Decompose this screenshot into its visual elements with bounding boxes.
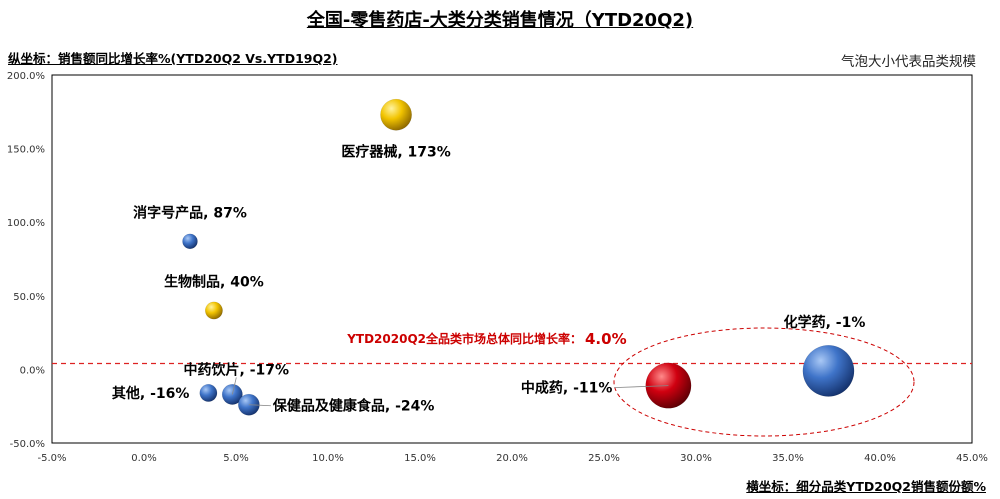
- x-axis-label: 横坐标：细分品类YTD20Q2销售额份额%: [746, 479, 986, 494]
- x-tick-label: 5.0%: [223, 453, 248, 464]
- bubble-4: [199, 384, 218, 402]
- y-tick-label: 150.0%: [7, 145, 45, 156]
- reference-line-label: YTD2020Q2全品类市场总体同比增长率：: [346, 331, 582, 346]
- point-label: 化学药, -1%: [784, 314, 866, 331]
- chart-title: 全国-零售药店-大类分类销售情况（YTD20Q2): [306, 10, 694, 31]
- point-label: 医疗器械, 173%: [341, 144, 450, 161]
- highlight-ellipse: [613, 327, 915, 437]
- y-tick-label: 200.0%: [7, 71, 45, 82]
- plot-area-border: [51, 74, 973, 444]
- y-axis-label: 纵坐标：销售额同比增长率%(YTD20Q2 Vs.YTD19Q2): [8, 51, 338, 66]
- bubble-0: [380, 98, 412, 131]
- x-tick-label: 0.0%: [131, 453, 156, 464]
- leader-line: [231, 377, 237, 395]
- point-label: 生物制品, 40%: [164, 274, 264, 291]
- point-label: 消字号产品, 87%: [133, 204, 247, 221]
- y-tick-label: 0.0%: [20, 365, 45, 376]
- bubble-1: [182, 233, 198, 250]
- point-label: 其他, -16%: [112, 385, 190, 402]
- x-tick-label: 40.0%: [864, 453, 896, 464]
- point-label: 中药饮片, -17%: [184, 361, 290, 378]
- bubble-2: [205, 301, 223, 320]
- x-tick-label: 35.0%: [772, 453, 804, 464]
- point-label: 中成药, -11%: [521, 380, 613, 397]
- point-label: 保健品及健康食品, -24%: [272, 398, 435, 415]
- reference-line-value: 4.0%: [585, 330, 627, 348]
- x-tick-label: 10.0%: [312, 453, 344, 464]
- leader-line: [614, 385, 669, 388]
- y-tick-label: 50.0%: [13, 292, 45, 303]
- y-tick-label: 100.0%: [7, 218, 45, 229]
- leader-line: [248, 404, 271, 407]
- bubble-size-note: 气泡大小代表品类规模: [841, 54, 976, 70]
- x-tick-label: 20.0%: [496, 453, 528, 464]
- y-tick-label: -50.0%: [10, 439, 45, 450]
- x-tick-label: 30.0%: [680, 453, 712, 464]
- x-tick-label: -5.0%: [37, 453, 66, 464]
- x-tick-label: 15.0%: [404, 453, 436, 464]
- x-tick-label: 45.0%: [956, 453, 988, 464]
- x-tick-label: 25.0%: [588, 453, 620, 464]
- bubble-7: [802, 345, 855, 397]
